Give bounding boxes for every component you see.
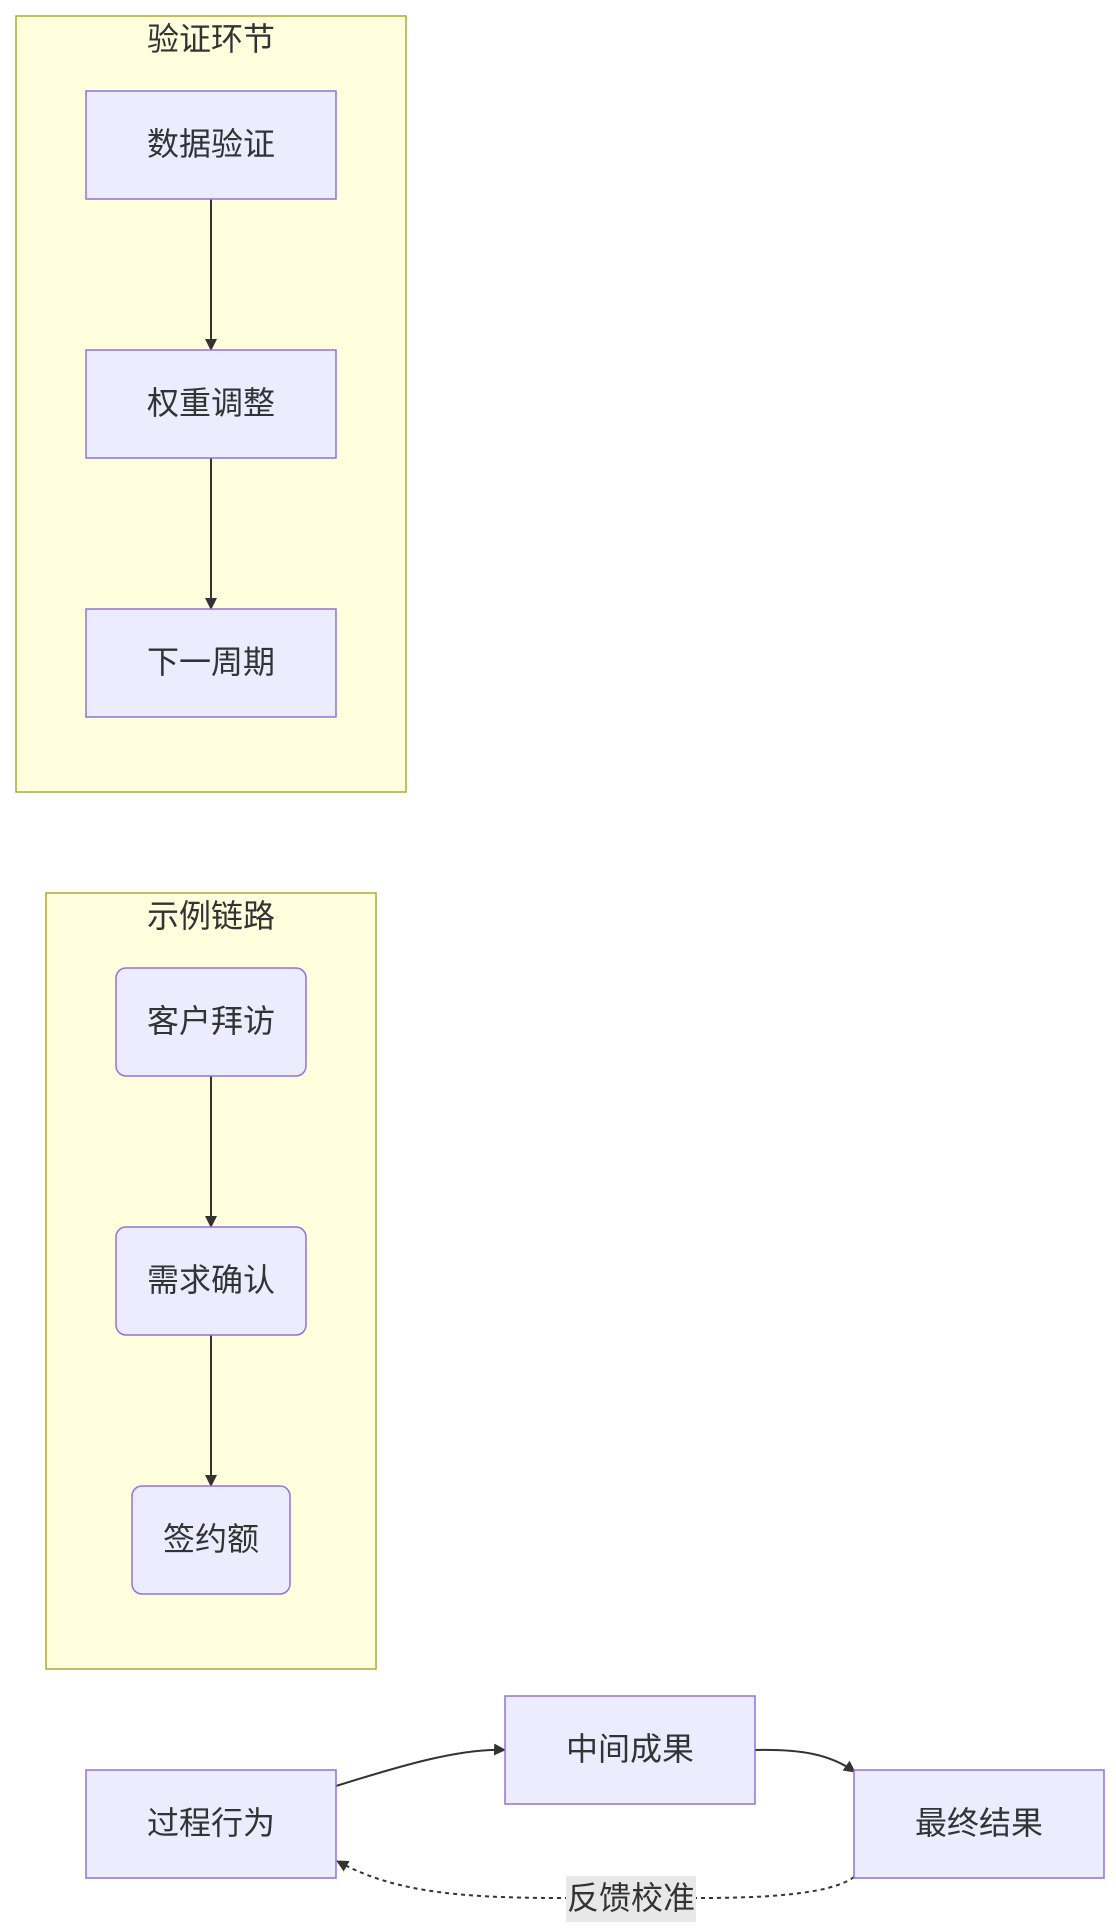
node-next-cycle: 下一周期 xyxy=(85,608,337,718)
node-process-behavior: 过程行为 xyxy=(85,1769,337,1879)
edge-final-to-process-feedback xyxy=(336,1860,855,1899)
node-final-result-label: 最终结果 xyxy=(915,1804,1043,1842)
node-contract-amount: 签约额 xyxy=(131,1485,291,1595)
edge-process-to-intermediate xyxy=(335,1743,506,1787)
node-final-result: 最终结果 xyxy=(853,1769,1105,1879)
node-customer-visit: 客户拜访 xyxy=(115,967,307,1077)
cluster-example-title: 示例链路 xyxy=(147,897,275,935)
node-need-confirm-label: 需求确认 xyxy=(147,1261,275,1299)
node-contract-amount-label: 签约额 xyxy=(163,1520,259,1558)
node-need-confirm: 需求确认 xyxy=(115,1226,307,1336)
node-weight-adjust-label: 权重调整 xyxy=(147,384,275,422)
edge-label-feedback: 反馈校准 xyxy=(566,1876,696,1922)
cluster-validation-title: 验证环节 xyxy=(147,20,275,58)
node-intermediate-result: 中间成果 xyxy=(504,1695,756,1805)
node-customer-visit-label: 客户拜访 xyxy=(147,1002,275,1040)
node-next-cycle-label: 下一周期 xyxy=(147,643,275,681)
node-weight-adjust: 权重调整 xyxy=(85,349,337,459)
edge-label-feedback-text: 反馈校准 xyxy=(567,1879,695,1917)
node-process-behavior-label: 过程行为 xyxy=(147,1804,275,1842)
node-intermediate-result-label: 中间成果 xyxy=(566,1730,694,1768)
node-data-validation-label: 数据验证 xyxy=(147,125,275,163)
edge-intermediate-to-final xyxy=(754,1748,856,1773)
node-data-validation: 数据验证 xyxy=(85,90,337,200)
